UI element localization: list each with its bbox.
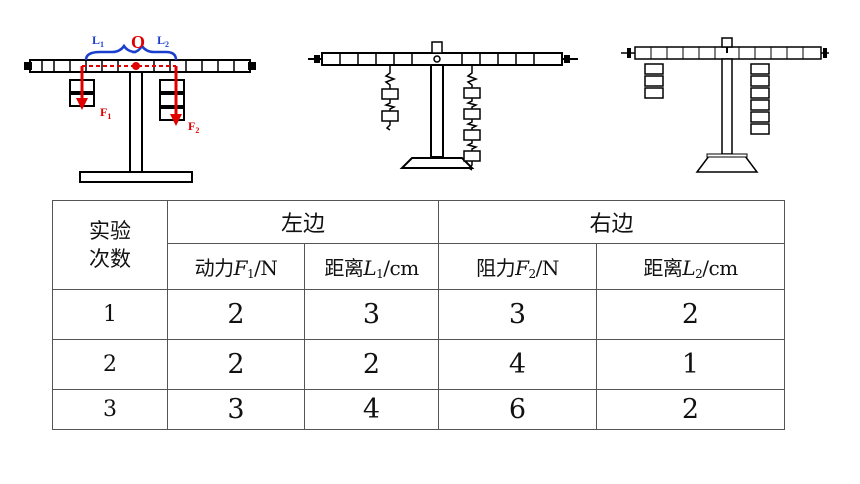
pivot-label: O [131, 32, 145, 52]
weights-left [644, 63, 664, 99]
header-right: 右边 [438, 200, 786, 244]
table-row: 1 2 3 3 2 [52, 289, 786, 340]
trial-number: 2 [52, 339, 168, 390]
force2-value: 6 [438, 389, 598, 430]
dist1-value: 4 [303, 389, 440, 430]
header-force2: 阻力F2/N [438, 243, 598, 290]
force1-value: 2 [167, 289, 305, 340]
lever-beam [621, 46, 829, 60]
pivot-point [132, 62, 140, 70]
force1-value: 2 [167, 339, 305, 390]
dist2-value: 1 [596, 339, 786, 390]
lever-diagram-labeled: O L1 L2 F1 F2 [24, 32, 256, 183]
arm-braces [84, 43, 178, 61]
force2-value: 4 [438, 339, 598, 390]
dist1-value: 2 [303, 339, 440, 390]
dist2-value: 2 [596, 389, 786, 430]
header-dist2: 距离L2/cm [596, 243, 786, 290]
header-trial: 实验 次数 [52, 200, 168, 290]
force2-value: 3 [438, 289, 598, 340]
lever-stand [695, 37, 759, 173]
table-row: 2 2 2 4 1 [52, 339, 786, 390]
spring-right [463, 65, 481, 171]
lever-weights-diagram [621, 37, 829, 173]
lever-stand [79, 71, 193, 183]
header-dist1: 距离L1/cm [303, 243, 440, 290]
lever-experiment-table: 实验 次数 左边 右边 动力F1/N 距离L1/cm 阻力F2/N 距离L2/c… [52, 200, 786, 430]
trial-number: 1 [52, 289, 168, 340]
lever-spring-diagram [308, 41, 578, 171]
dist1-value: 3 [303, 289, 440, 340]
spring-left [381, 65, 399, 131]
weights-right [750, 63, 770, 135]
arm-right-label: L2 [157, 33, 169, 49]
lever-stand [399, 41, 475, 169]
header-force1: 动力F1/N [167, 243, 305, 290]
force-arrows [76, 65, 182, 126]
header-left: 左边 [166, 200, 440, 244]
force-left-label: F1 [100, 105, 111, 121]
table-row: 3 3 4 6 2 [52, 389, 786, 430]
lever-beam [308, 52, 578, 66]
force-right-label: F2 [188, 119, 199, 135]
dist2-value: 2 [596, 289, 786, 340]
trial-number: 3 [52, 389, 168, 430]
force1-value: 3 [167, 389, 305, 430]
arm-left-label: L1 [92, 33, 104, 49]
